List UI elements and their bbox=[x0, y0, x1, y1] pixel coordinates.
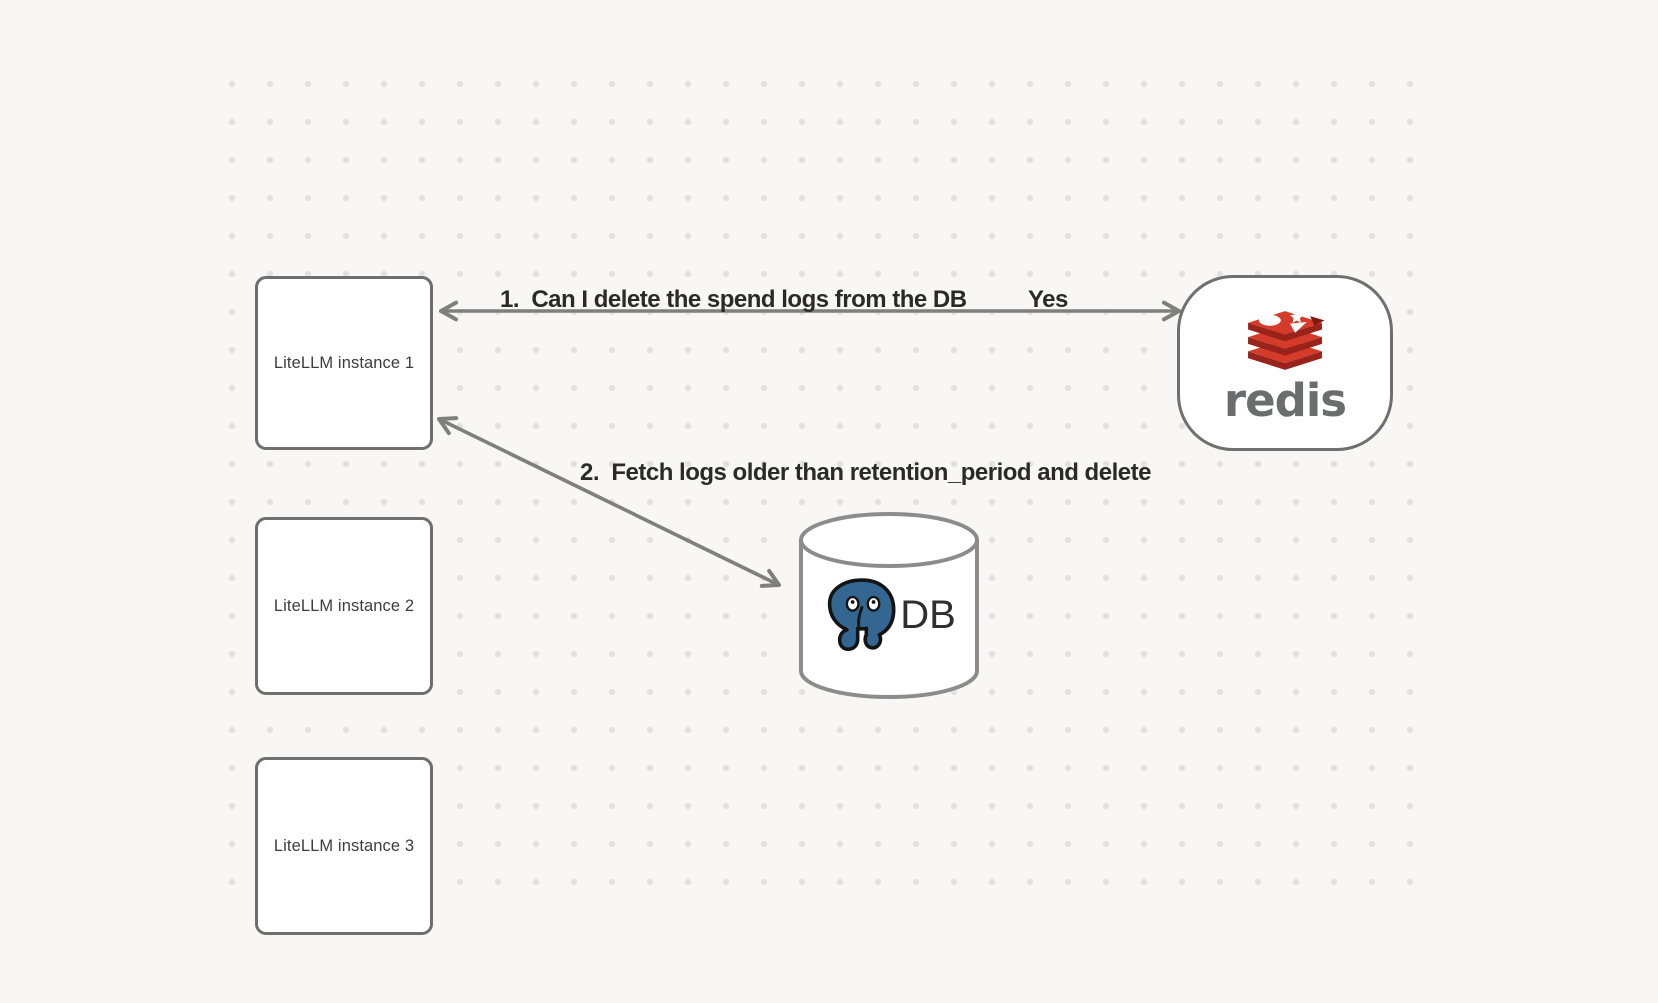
node-litellm-instance-3: LiteLLM instance 3 bbox=[255, 757, 433, 935]
node-label: LiteLLM instance 3 bbox=[273, 836, 415, 855]
db-label: DB bbox=[900, 593, 956, 637]
node-litellm-instance-2: LiteLLM instance 2 bbox=[255, 517, 433, 695]
node-litellm-instance-1: LiteLLM instance 1 bbox=[255, 276, 433, 450]
node-redis: redis bbox=[1177, 275, 1393, 451]
edge2-label: 2. Fetch logs older than retention_perio… bbox=[580, 459, 1151, 486]
node-label: LiteLLM instance 1 bbox=[273, 353, 415, 372]
node-database: DB bbox=[797, 509, 981, 703]
node-label: LiteLLM instance 2 bbox=[273, 596, 415, 615]
postgresql-elephant-icon bbox=[828, 578, 896, 651]
edge1-response-label: Yes bbox=[1028, 286, 1068, 313]
redis-stack-icon bbox=[1248, 310, 1325, 370]
edge1-label: 1. Can I delete the spend logs from the … bbox=[500, 286, 967, 313]
redis-wordmark: redis bbox=[1223, 374, 1347, 427]
arrow-instance1-db bbox=[436, 416, 782, 588]
